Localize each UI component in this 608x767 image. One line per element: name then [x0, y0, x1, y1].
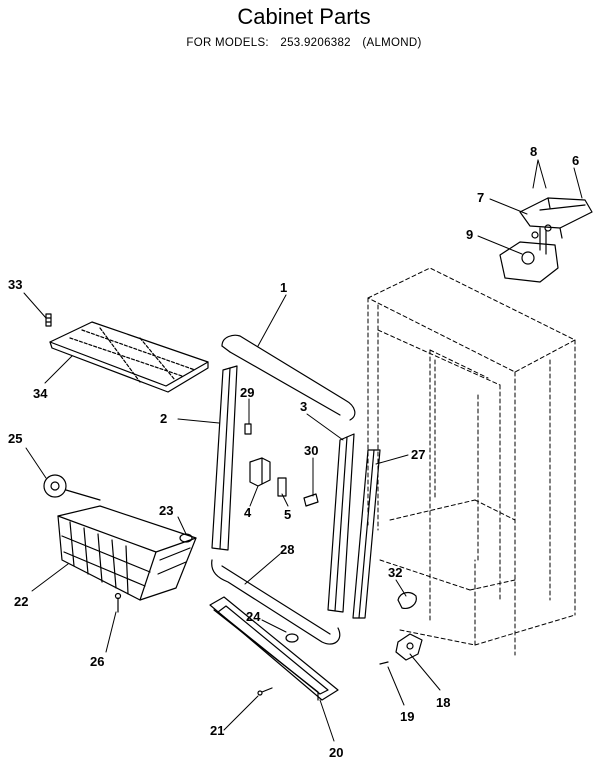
screw-33-drawing — [45, 313, 52, 327]
callout-25: 25 — [8, 431, 23, 446]
diagram-title: Cabinet Parts — [237, 4, 371, 29]
callout-26: 26 — [90, 654, 105, 669]
cabinet-body-drawing — [367, 267, 576, 656]
model-number: 253.9206382 — [280, 37, 351, 49]
callout-3: 3 — [300, 399, 308, 414]
callout-9: 9 — [466, 227, 474, 242]
callout-20: 20 — [329, 745, 344, 760]
callout-2: 2 — [160, 411, 168, 426]
right-gasket-drawing — [352, 449, 381, 619]
bottom-gasket-drawing — [211, 559, 341, 645]
callout-23: 23 — [159, 503, 174, 518]
small-brackets-drawing — [244, 423, 319, 507]
screw-21-drawing — [257, 687, 273, 696]
hinge-side-gasket-drawing — [327, 433, 355, 613]
top-hinge-drawing — [499, 197, 593, 283]
callout-29: 29 — [240, 385, 255, 400]
callout-21: 21 — [210, 723, 225, 738]
callout-4: 4 — [244, 505, 252, 520]
screw-26-drawing — [114, 592, 122, 613]
models-label: FOR MODELS: — [186, 37, 269, 49]
model-variant: (ALMOND) — [362, 37, 422, 49]
lower-hinge-drawing — [379, 591, 423, 665]
callout-6: 6 — [572, 153, 580, 168]
callout-22: 22 — [14, 594, 29, 609]
shelf-cover-drawing — [49, 321, 209, 393]
leader-lines — [23, 159, 583, 742]
callout-1: 1 — [280, 280, 288, 295]
door-panel-drawing — [209, 596, 339, 701]
callout-30: 30 — [304, 443, 319, 458]
callout-19: 19 — [400, 709, 415, 724]
callout-24: 24 — [246, 609, 261, 624]
wire-basket-drawing — [57, 505, 197, 601]
models-line: FOR MODELS: 253.9206382 (ALMOND) — [0, 37, 608, 49]
left-gasket-drawing — [211, 365, 238, 551]
callout-5: 5 — [284, 507, 292, 522]
callout-18: 18 — [436, 695, 451, 710]
callout-34: 34 — [33, 386, 48, 401]
callout-28: 28 — [280, 542, 295, 557]
knob-25-drawing — [43, 474, 101, 501]
callout-33: 33 — [8, 277, 23, 292]
callout-27: 27 — [411, 447, 426, 462]
top-gasket-drawing — [221, 334, 356, 421]
callout-32: 32 — [388, 565, 403, 580]
callout-7: 7 — [477, 190, 485, 205]
callout-8: 8 — [530, 144, 538, 159]
